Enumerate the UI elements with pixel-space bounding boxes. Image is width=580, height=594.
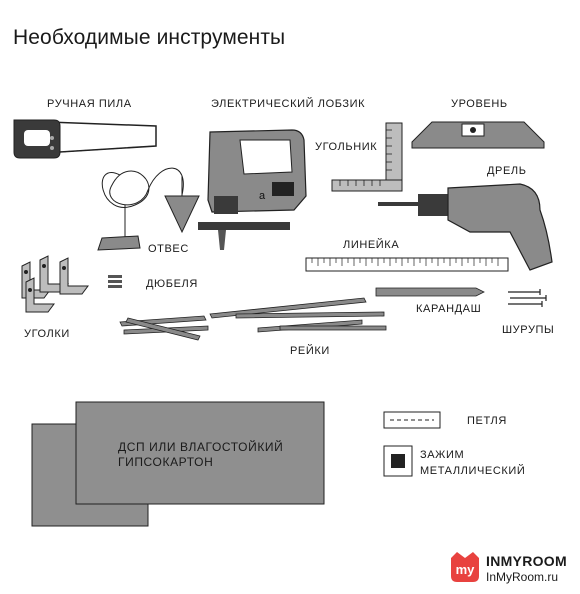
label-clamp-2: МЕТАЛЛИЧЕСКИЙ (420, 465, 526, 477)
slats-icon (119, 297, 387, 341)
label-drill: ДРЕЛЬ (487, 165, 527, 177)
label-jigsaw: ЭЛЕКТРИЧЕСКИЙ ЛОБЗИК (211, 98, 366, 110)
panel-caption-line2: ГИПСОКАРТОН (118, 455, 214, 469)
carpenter-square-icon (331, 122, 403, 192)
metal-clamp-icon (383, 445, 413, 477)
page-title: Необходимые инструменты (13, 26, 286, 49)
label-clamp-1: ЗАЖИМ (420, 449, 465, 461)
plumb-bob-icon (97, 167, 200, 251)
corner-brackets-icon (21, 255, 89, 313)
label-square: УГОЛЬНИК (315, 141, 378, 153)
label-corners: УГОЛКИ (24, 328, 70, 340)
screws-icon (508, 289, 547, 307)
dowels-icon (108, 275, 122, 288)
label-level: УРОВЕНЬ (451, 98, 508, 110)
pencil-icon (375, 287, 485, 297)
hand-saw-icon (13, 119, 157, 159)
label-dowels: ДЮБЕЛЯ (146, 278, 198, 290)
brand-name: INMYROOM (486, 553, 567, 569)
panel-caption: ДСП ИЛИ ВЛАГОСТОЙКИЙ ГИПСОКАРТОН (118, 440, 283, 470)
inmyroom-logo-icon: my (451, 552, 479, 582)
brand-site[interactable]: InMyRoom.ru (486, 570, 559, 584)
label-hinge: ПЕТЛЯ (467, 415, 507, 427)
label-pencil: КАРАНДАШ (416, 303, 482, 315)
jigsaw-icon (198, 129, 307, 250)
label-slats: РЕЙКИ (290, 345, 330, 357)
ruler-icon (305, 257, 509, 272)
label-ruler: ЛИНЕЙКА (343, 239, 400, 251)
jigsaw-letter: a (259, 190, 266, 202)
label-plumb: ОТВЕС (148, 243, 189, 255)
hinge-icon (383, 411, 441, 429)
label-saw: РУЧНАЯ ПИЛА (47, 98, 132, 110)
panel-caption-line1: ДСП ИЛИ ВЛАГОСТОЙКИЙ (118, 440, 284, 454)
board-panels-icon (31, 401, 325, 527)
logo-badge-text: my (456, 562, 476, 577)
level-icon (411, 121, 545, 149)
label-screws: ШУРУПЫ (502, 324, 555, 336)
drill-icon (378, 183, 553, 271)
